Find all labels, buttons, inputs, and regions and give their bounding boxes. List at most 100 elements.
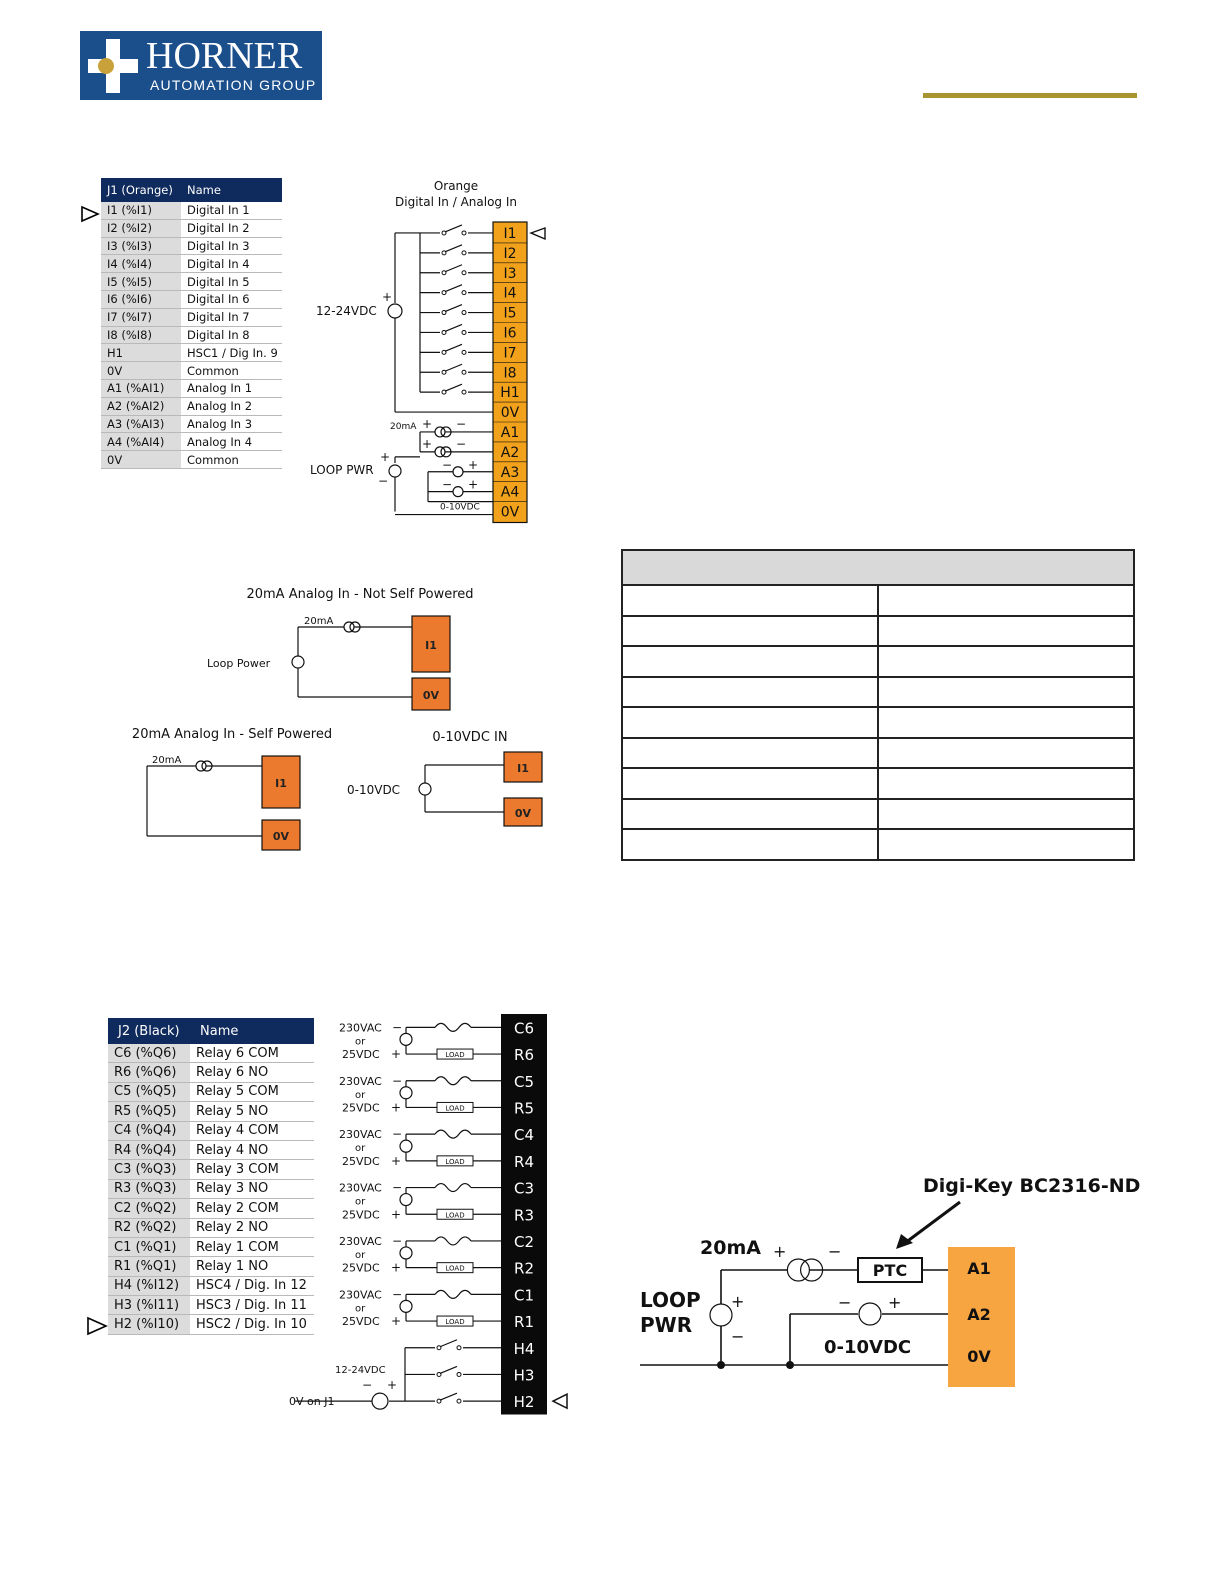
minus-label: − [362,1378,372,1392]
j2-terminal-label: C5 [514,1073,534,1091]
specification-table-cell [621,767,879,800]
minus-label: − [828,1242,841,1261]
digital-input-switch-icon [461,389,467,395]
specification-table-cell [877,828,1135,861]
minus-label: − [392,1234,402,1248]
relay-voltage-or-label: or [355,1143,366,1154]
j2-pin-cell: C3 (%Q3) [108,1159,190,1180]
plus-label: + [422,417,432,431]
digital-input-switch-icon [461,290,467,296]
relay-voltage-label: 25VDC [342,1101,380,1114]
j1-pin-cell: I6 (%I6) [101,290,181,309]
specification-table-cell [877,645,1135,678]
j1-pin-cell: 0V [101,361,181,380]
j2-table-row: R1 (%Q1)Relay 1 NO [108,1256,314,1277]
analog-input-wiring-examples: 20mA Analog In - Not Self PoweredI10V20m… [132,587,543,851]
relay-voltage-label: 25VDC [342,1315,380,1328]
minus-label: − [392,1020,402,1034]
j2-name-cell: Relay 5 NO [190,1101,314,1122]
j1-table-row: I7 (%I7)Digital In 7 [101,308,282,327]
j1-pin-cell: I5 (%I5) [101,272,181,291]
terminal-i1 [503,751,543,783]
loop-power-source-icon [709,1303,733,1327]
j1-name-cell: Common [181,361,282,380]
j2-pin-cell: C5 (%Q5) [108,1082,190,1103]
j2-table-row: R4 (%Q4)Relay 4 NO [108,1140,314,1161]
switch-blade [444,224,463,233]
dc-supply-icon [371,1392,389,1410]
high-speed-input-switch-icon [456,1371,462,1377]
horner-logo: HORNER AUTOMATION GROUP [80,31,322,100]
terminal-0v-label: 0V [967,1347,991,1366]
high-speed-input-switch-icon [456,1398,462,1404]
j1-table-row: I3 (%I3)Digital In 3 [101,237,282,256]
specification-table-cell [621,828,879,861]
j2-name-cell: Relay 3 COM [190,1159,314,1180]
relay-supply-icon [399,1246,413,1260]
specification-table [621,549,1135,861]
j2-table-row: R3 (%Q3)Relay 3 NO [108,1179,314,1200]
j1-diagram-title: Orange [434,179,478,193]
terminal-i1 [261,755,301,809]
specification-table-row [621,645,1135,678]
horner-mark-icon [88,39,138,93]
dc-supply-icon [387,303,403,319]
minus-label: − [731,1327,744,1346]
switch-blade [444,264,463,273]
relay-supply-icon [399,1032,413,1046]
not-self-powered-title: 20mA Analog In - Not Self Powered [246,587,473,602]
j2-table-row: R6 (%Q6)Relay 6 NO [108,1062,314,1083]
logo-word-automation-group: AUTOMATION GROUP [150,77,317,93]
load-label: LOAD [445,1265,464,1273]
minus-label: − [392,1287,402,1301]
current-source-icon [434,446,446,458]
loop-power-source-icon [388,464,402,478]
fuse-icon [434,1076,472,1086]
current-source-icon [343,621,355,633]
digital-input-switch-icon [461,349,467,355]
relay-supply-icon [399,1299,413,1313]
vdc-label: 0-10VDC [824,1337,911,1358]
minus-label: − [392,1127,402,1141]
relay-supply-icon [399,1192,413,1207]
j2-terminal-block [501,1014,547,1415]
plus-label: + [380,450,390,464]
terminal-a1-label: A1 [967,1259,991,1278]
relay-voltage-or-label: or [355,1250,366,1261]
specification-table-row [621,767,1135,800]
pointer-arrow-line [904,1200,961,1245]
j2-name-cell: Relay 6 COM [190,1044,314,1064]
ma-label: 20mA [390,422,417,432]
voltage-source-icon [452,486,464,498]
digital-input-switch-icon [461,329,467,335]
relay-voltage-label: 230VAC [339,1288,382,1301]
j2-name-cell: Relay 1 COM [190,1237,314,1258]
terminal-0v-label: 0V [515,807,532,820]
j1-pin-cell: I2 (%I2) [101,219,181,238]
j2-terminal-label: R4 [514,1153,534,1171]
plus-label: + [468,458,478,472]
j2-table-row: C5 (%Q5)Relay 5 COM [108,1082,314,1103]
j1-terminal-label: I5 [503,306,516,322]
plus-label: + [391,1100,401,1114]
j2-table-row: C3 (%Q3)Relay 3 COM [108,1159,314,1180]
fuse-icon [434,1182,472,1193]
relay-voltage-or-label: or [355,1036,366,1047]
specification-table-row [621,736,1135,769]
loop-power-source-icon [291,655,305,669]
specification-table-cell [621,675,879,708]
j2-terminal-label: C6 [514,1019,534,1037]
j1-name-cell: Analog In 1 [181,379,282,398]
ptc-label: PTC [873,1261,907,1280]
relay-voltage-label: 25VDC [342,1208,380,1221]
j2-pin-cell: R1 (%Q1) [108,1256,190,1277]
load-label: LOAD [445,1318,464,1326]
j1-pin-cell: 0V [101,450,181,469]
specification-table-cell [877,797,1135,830]
vdc-input-title: 0-10VDC IN [432,730,507,745]
